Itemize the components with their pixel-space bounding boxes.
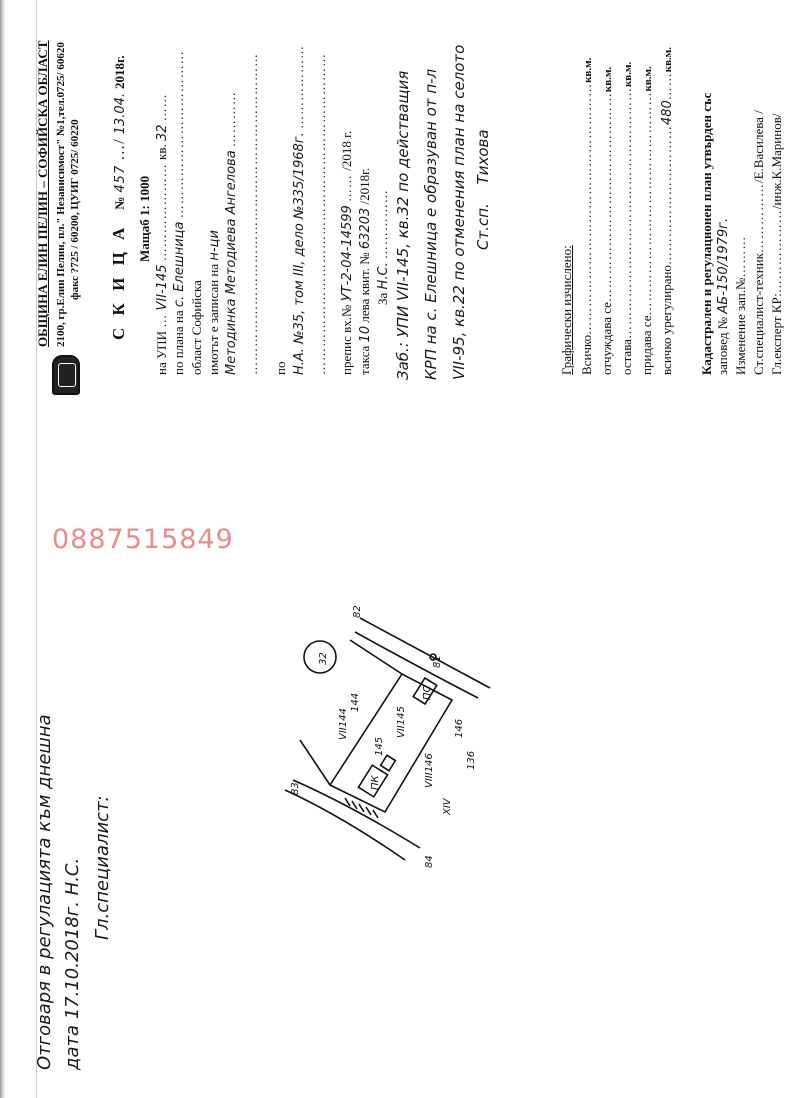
parcel-label: 145 (374, 737, 385, 756)
block-number-circle (303, 640, 337, 674)
street-line (292, 779, 421, 849)
scan-streak (36, 0, 37, 1098)
building (379, 754, 397, 772)
hatch-marks (344, 797, 379, 819)
building-label: ПК (370, 774, 381, 790)
boundary-line (349, 639, 403, 675)
street-line (284, 789, 406, 861)
building (412, 676, 438, 706)
scan-edge (0, 0, 6, 1098)
parcel-label: VII144 (338, 708, 349, 740)
parcel-label: 136 (466, 751, 477, 770)
point-label: 82 (352, 605, 363, 618)
street-line (354, 631, 479, 699)
parcel-label: VII145 (396, 706, 407, 738)
street-line (359, 617, 491, 689)
margin-note-line-1: Отговаря в регулацията към днешна (34, 714, 55, 1070)
parcel-outline (328, 672, 454, 814)
margin-note-line-2: дата 17.10.2018г. Н.С. (62, 857, 83, 1070)
block-number: 32 (318, 652, 329, 665)
parcel-label: 146 (454, 719, 465, 738)
survey-point (429, 653, 437, 661)
point-label: 81 (432, 655, 443, 668)
margin-note-line-3: Гл.специалист: (92, 795, 113, 940)
parcel-label: 144 (350, 693, 361, 712)
parcel-label: VIII146 (424, 753, 435, 788)
boundary-line (299, 739, 331, 786)
point-label: 84 (424, 855, 435, 868)
municipality-crest-icon (52, 355, 80, 395)
watermark-phone: 0887515849 (52, 524, 234, 555)
point-label: 83 (290, 782, 301, 795)
parcel-label: XIV (442, 797, 453, 816)
building-label: ПС (422, 685, 433, 700)
building (357, 764, 389, 798)
